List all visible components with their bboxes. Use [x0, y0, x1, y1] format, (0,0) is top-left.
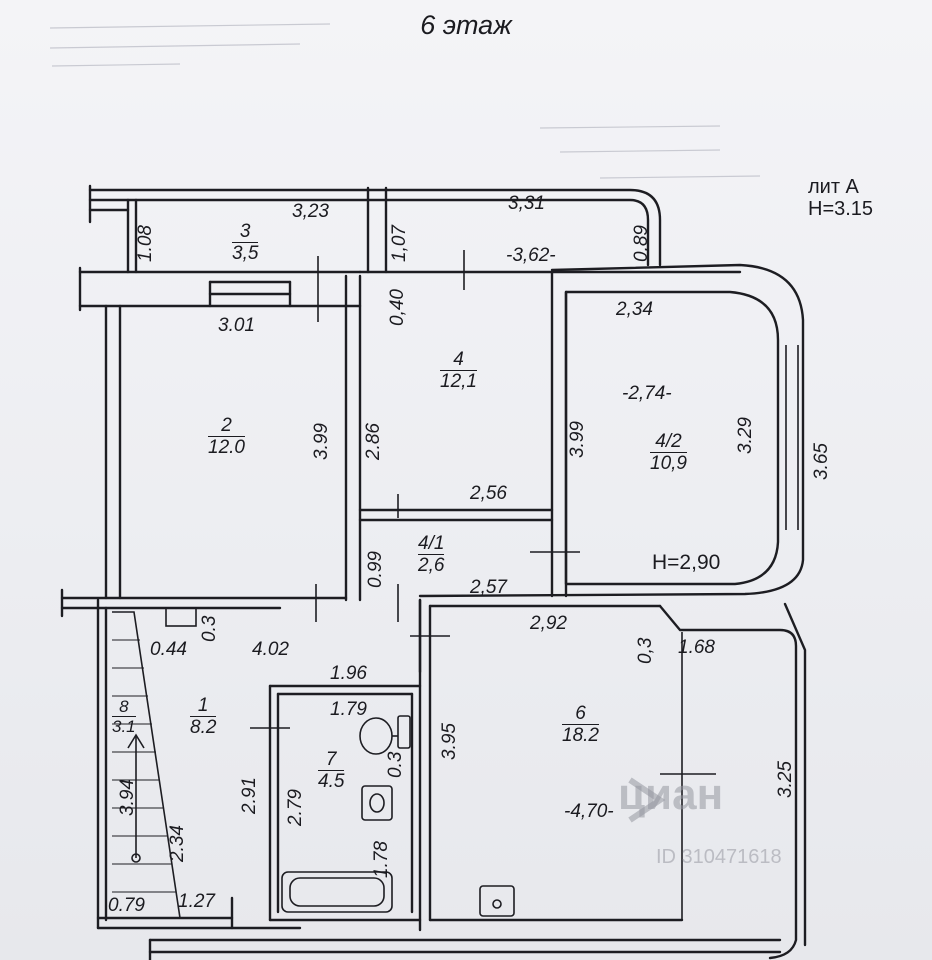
paper-bleed-through — [49, 23, 761, 179]
dim-label: 2.34 — [167, 825, 188, 862]
room-area: 8.2 — [190, 715, 217, 738]
building-label: лит А H=3.15 — [808, 176, 873, 220]
room-7-label: 7 4.5 — [318, 749, 345, 792]
dim-label: 0.3 — [385, 751, 406, 778]
dim-label: 1,07 — [389, 225, 410, 262]
watermark-id: ID 310471618 — [656, 846, 782, 868]
dim-label: 4.02 — [252, 639, 289, 660]
room-4-label: 4 12,1 — [440, 350, 477, 392]
dim-label: 0.89 — [631, 225, 652, 262]
room-number: 4/2 — [655, 431, 682, 452]
room-number: 4 — [453, 349, 464, 370]
dim-label: 2,34 — [616, 299, 653, 320]
dim-label: 2,92 — [530, 613, 567, 634]
dim-label: 2,56 — [470, 483, 507, 504]
ceiling-height-label: H=2,90 — [652, 551, 721, 574]
dim-label: 1.08 — [135, 225, 156, 262]
dim-label: 3.25 — [775, 761, 796, 798]
room-number: 2 — [221, 415, 232, 436]
room-area: 3,5 — [232, 241, 259, 264]
room-number: 1 — [197, 695, 209, 716]
dim-label: 0,3 — [635, 637, 656, 664]
door-marks — [250, 250, 716, 775]
room-number: 3 — [239, 221, 251, 242]
room-1-label: 1 8.2 — [190, 695, 217, 738]
room-area: 18.2 — [562, 723, 599, 746]
dim-label: 3.65 — [811, 443, 832, 480]
staircase — [112, 607, 197, 919]
dim-label: -3,62- — [506, 245, 556, 266]
dim-label: 1.27 — [178, 891, 215, 912]
outer-walls — [60, 184, 807, 960]
room-number: 4/1 — [418, 533, 445, 554]
dim-label: -2,74- — [622, 383, 672, 404]
room-area: 3.1 — [112, 715, 136, 736]
dim-label: 0.99 — [365, 551, 386, 588]
dim-label: 3.94 — [117, 779, 138, 816]
dim-label: 3.95 — [439, 723, 460, 760]
room-area: 4.5 — [318, 769, 345, 792]
dim-label: 1.96 — [330, 663, 367, 684]
room-number: 7 — [325, 749, 337, 770]
dim-label: 1.79 — [330, 699, 367, 720]
dim-label: 0.3 — [199, 615, 220, 642]
room-8-label: 8 3.1 — [112, 698, 136, 736]
dim-label: 1.78 — [371, 841, 392, 878]
watermark-brand: циан — [618, 770, 724, 819]
building-lit: лит А — [808, 176, 859, 198]
room-area: 12.0 — [208, 435, 245, 458]
dim-label: 3.99 — [567, 421, 588, 458]
room-2-label: 2 12.0 — [208, 416, 245, 458]
dim-label: 1.68 — [678, 637, 715, 658]
room-6-label: 6 18.2 — [562, 704, 599, 746]
room-number: 8 — [119, 697, 129, 716]
room-area: 10,9 — [650, 451, 687, 474]
dim-label: 3,31 — [508, 193, 545, 214]
dim-label: 3.99 — [311, 423, 332, 460]
dim-label: 3.29 — [735, 417, 756, 454]
dim-label: 2.86 — [363, 423, 384, 460]
room-4-1-label: 4/1 2,6 — [418, 533, 445, 576]
dim-label: 0.44 — [150, 639, 187, 660]
room-area: 12,1 — [440, 369, 477, 392]
bathroom-fixtures — [281, 715, 515, 917]
dim-label: -4,70- — [564, 801, 614, 822]
building-height: H=3.15 — [808, 198, 874, 220]
dim-label: 0,40 — [387, 289, 408, 326]
watermark-logo-icon — [628, 777, 666, 823]
dim-label: 3.01 — [218, 315, 255, 336]
dim-label: 2,57 — [470, 577, 507, 598]
dim-label: 2.91 — [239, 777, 260, 814]
dim-label: 2.79 — [285, 789, 306, 826]
room-3-label: 3 3,5 — [232, 221, 259, 264]
room-area: 2,6 — [418, 553, 445, 576]
room-number: 6 — [575, 703, 586, 724]
room-4-2-label: 4/2 10,9 — [650, 432, 687, 474]
dim-label: 3,23 — [292, 201, 329, 222]
floor-title: 6 этаж — [420, 10, 512, 40]
dim-label: 0.79 — [108, 895, 145, 916]
